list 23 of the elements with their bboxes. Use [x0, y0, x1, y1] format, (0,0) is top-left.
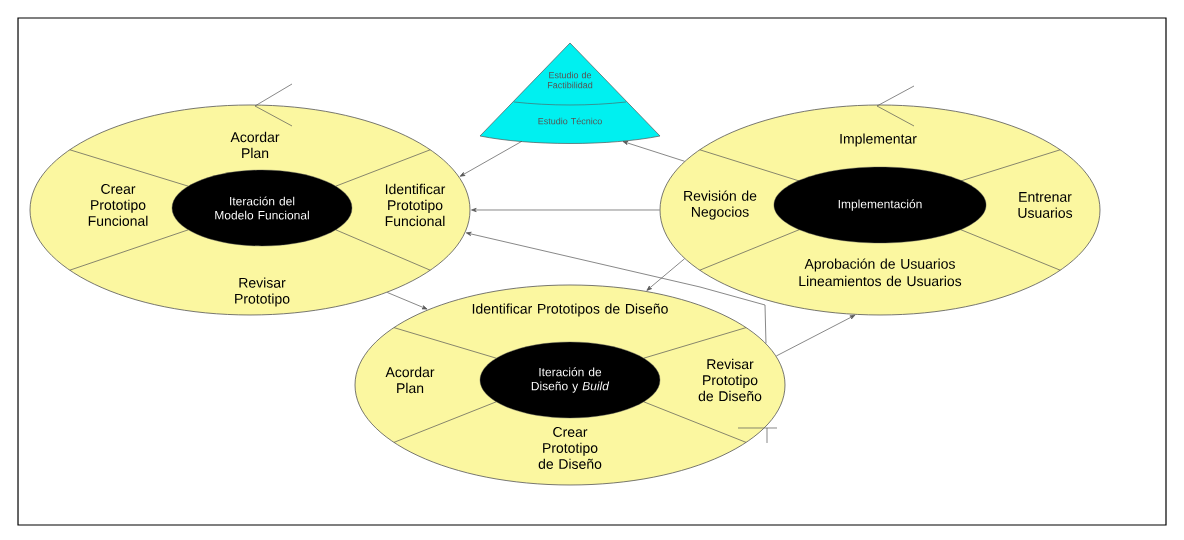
- segment-label: Crear Prototipo de Diseño: [538, 427, 602, 469]
- arrow: [386, 292, 428, 310]
- segment-label: Lineamientos de Usuarios: [799, 275, 962, 287]
- segment-label: Identificar Prototipos de Diseño: [472, 303, 668, 317]
- segment-label: Estudio Técnico: [538, 117, 602, 125]
- segment-label: Crear Prototipo Funcional: [88, 184, 148, 226]
- segment-label: Acordar Plan: [230, 131, 280, 159]
- segment-label: Acordar Plan: [385, 366, 435, 394]
- arrow: [465, 231, 767, 344]
- segment-label: Revisión de Negocios: [684, 190, 757, 220]
- segment-label: Estudio de Factibilidad: [548, 71, 593, 89]
- pyramid-shape: [479, 42, 661, 144]
- arrow: [646, 258, 685, 291]
- segment-label: Implementar: [840, 133, 917, 147]
- segment-label: Revisar Prototipo: [235, 277, 290, 307]
- segment-label: Identificar Prototipo Funcional: [385, 183, 446, 227]
- arrow: [471, 207, 660, 213]
- arrow: [459, 140, 523, 177]
- arrow: [622, 141, 685, 162]
- segment-label: Entrenar Usuarios: [1018, 192, 1073, 218]
- arrow: [775, 314, 856, 357]
- segment-label: Revisar Prototipo de Diseño: [698, 358, 762, 402]
- segment-label: Aprobación de Usuarios: [804, 258, 955, 272]
